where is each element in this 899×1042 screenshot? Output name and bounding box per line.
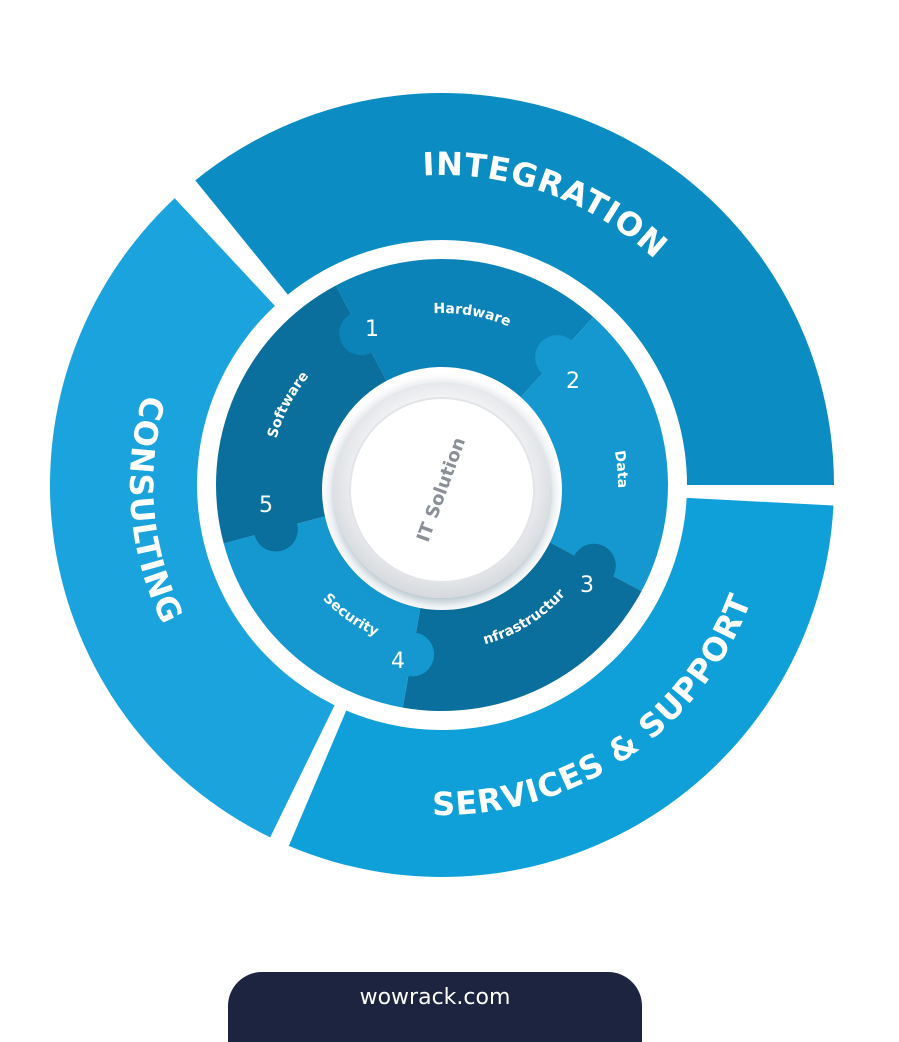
number-2: 2 [566, 369, 580, 394]
puzzle-knob [390, 632, 435, 677]
number-3: 3 [580, 573, 594, 598]
consulting-segment [49, 198, 335, 838]
puzzle-piece-software [215, 285, 387, 544]
puzzle-knob [535, 335, 580, 380]
number-1: 1 [365, 317, 379, 342]
outer-ring [49, 92, 835, 877]
puzzle-piece-hardware [335, 259, 594, 398]
puzzle-knobs [253, 311, 616, 677]
number-4: 4 [391, 649, 405, 674]
footer-website: wowrack.com [359, 985, 511, 1010]
puzzle-knob [339, 311, 384, 356]
services-support-segment [288, 497, 834, 877]
puzzle-ring [215, 259, 668, 711]
number-5: 5 [259, 493, 273, 518]
integration-segment [195, 92, 835, 485]
puzzle-knob [253, 507, 298, 552]
footer-bar: wowrack.com [228, 972, 642, 1042]
puzzle-piece-security [223, 515, 422, 708]
puzzle-piece-data [520, 317, 668, 592]
center-inner-circle [349, 397, 535, 583]
puzzle-knob [571, 543, 616, 588]
